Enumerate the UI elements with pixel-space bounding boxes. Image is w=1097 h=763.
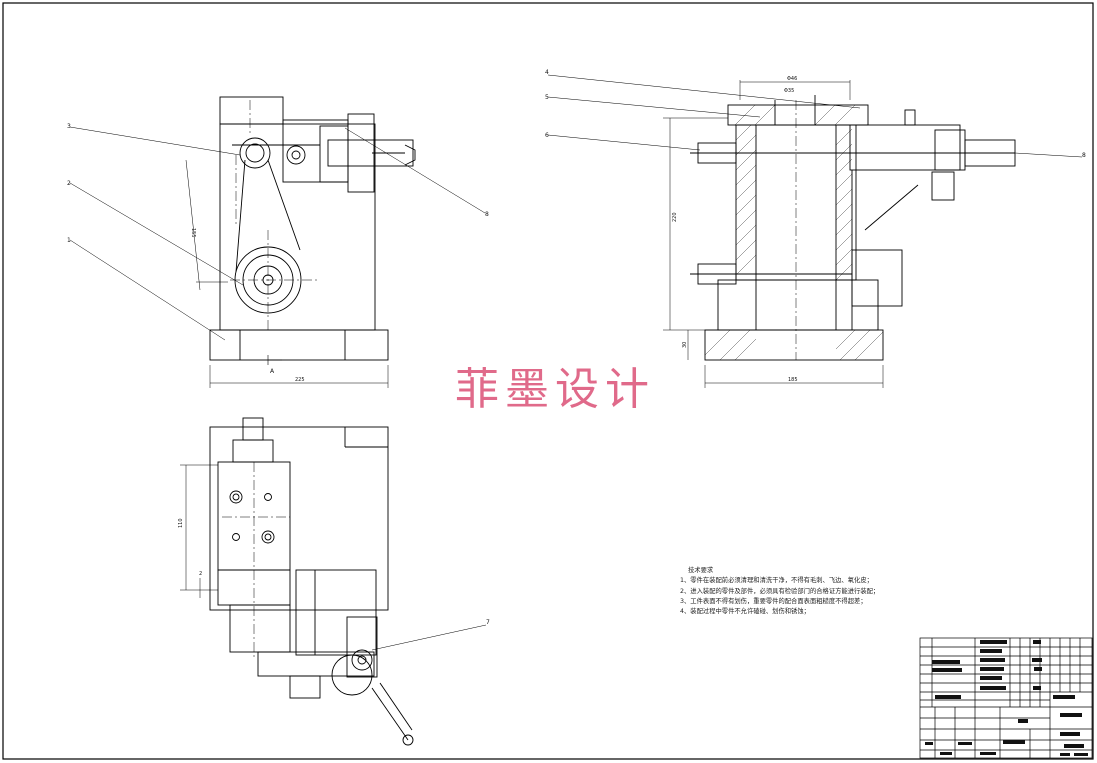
balloon-8-side: 8 bbox=[1082, 152, 1086, 159]
side-view-hatching bbox=[704, 104, 884, 361]
side-height-dim: 220 bbox=[672, 212, 678, 222]
title-block-fills bbox=[925, 640, 1088, 756]
side-view-labels: 4 5 6 8 Φ46 Φ35 220 30 185 bbox=[545, 69, 1086, 383]
side-view bbox=[547, 74, 1083, 388]
balloon-8-front: 8 bbox=[485, 211, 489, 218]
technical-requirements-title: 技术要求 bbox=[688, 567, 714, 574]
front-width-dim: 225 bbox=[295, 377, 305, 383]
requirement-item: 1、零件在装配前必须清理和清洗干净，不得有毛刺、飞边、氧化皮； bbox=[680, 577, 873, 585]
front-view-labels: 3 2 1 8 225 155 A bbox=[67, 123, 489, 383]
balloon-5: 5 bbox=[545, 94, 549, 101]
requirement-item: 3、工件表面不得有划伤，重要零件的配合面表面粗糙度不得超差； bbox=[680, 597, 867, 605]
balloon-4: 4 bbox=[545, 69, 549, 76]
balloon-1: 1 bbox=[67, 237, 71, 244]
balloon-3: 3 bbox=[67, 123, 71, 130]
top-view bbox=[180, 417, 487, 746]
technical-requirements: 技术要求 1、零件在装配前必须清理和清洗干净，不得有毛刺、飞边、氧化皮； 2、进… bbox=[680, 566, 920, 617]
requirement-item: 4、装配过程中零件不允许磕碰、划伤和锈蚀； bbox=[680, 608, 810, 616]
balloon-6: 6 bbox=[545, 132, 549, 139]
title-block bbox=[919, 637, 1093, 759]
top-small-dim: 2 bbox=[199, 571, 202, 577]
side-fit-dim: Φ35 bbox=[784, 88, 794, 94]
top-view-labels: 7 110 2 bbox=[178, 518, 490, 626]
side-top-dim: Φ46 bbox=[787, 76, 797, 82]
front-height-dim: 155 bbox=[190, 228, 196, 238]
section-mark-a: A bbox=[270, 368, 275, 375]
balloon-2: 2 bbox=[67, 180, 71, 187]
top-height-dim: 110 bbox=[178, 518, 184, 528]
side-base-dim: 30 bbox=[682, 342, 688, 348]
side-width-dim: 185 bbox=[788, 377, 798, 383]
watermark-text: 菲墨设计 bbox=[455, 364, 655, 415]
front-view bbox=[69, 96, 486, 388]
balloon-7: 7 bbox=[486, 619, 490, 626]
requirement-item: 2、进入装配的零件及部件，必须具有检验部门的合格证方能进行装配； bbox=[680, 587, 880, 595]
